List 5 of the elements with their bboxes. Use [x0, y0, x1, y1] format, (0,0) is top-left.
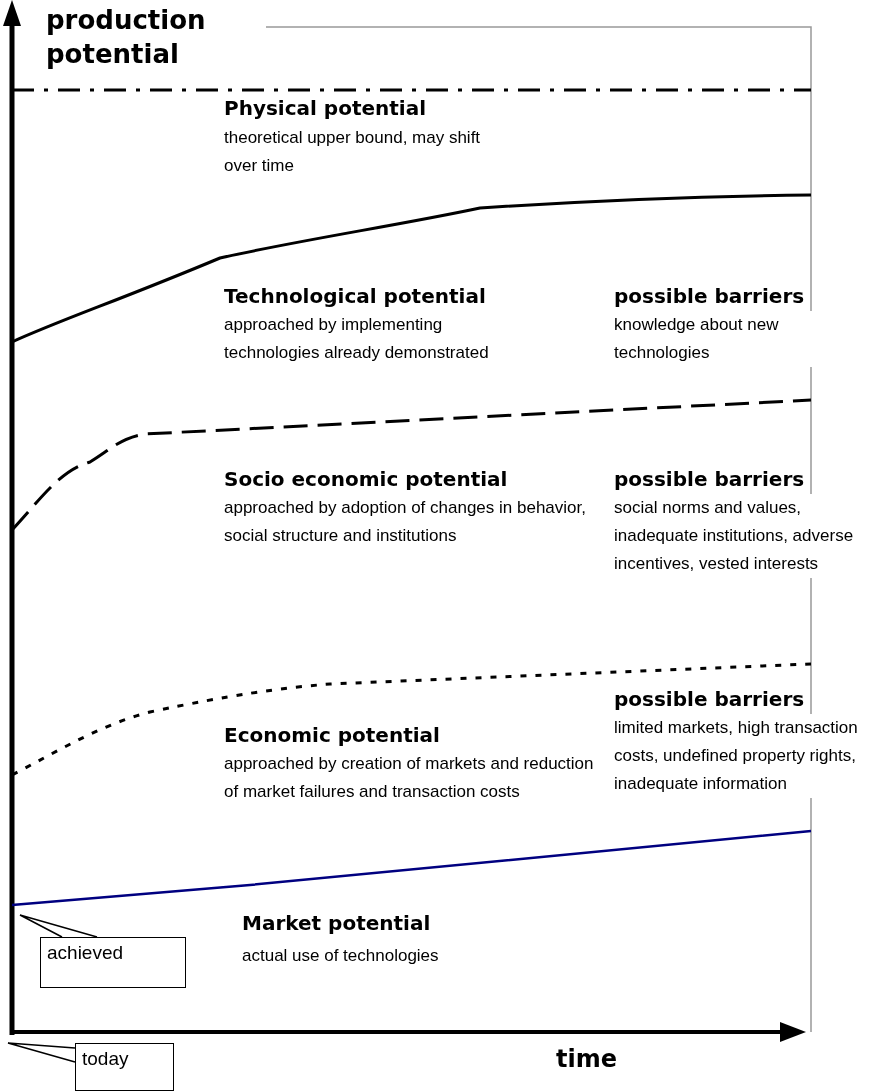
callout-box: achieved	[40, 937, 186, 988]
callout-box: today	[75, 1043, 174, 1091]
leader-line	[7, 1042, 76, 1063]
description: knowledge about new technologies	[614, 311, 814, 367]
leader-line	[19, 914, 98, 938]
